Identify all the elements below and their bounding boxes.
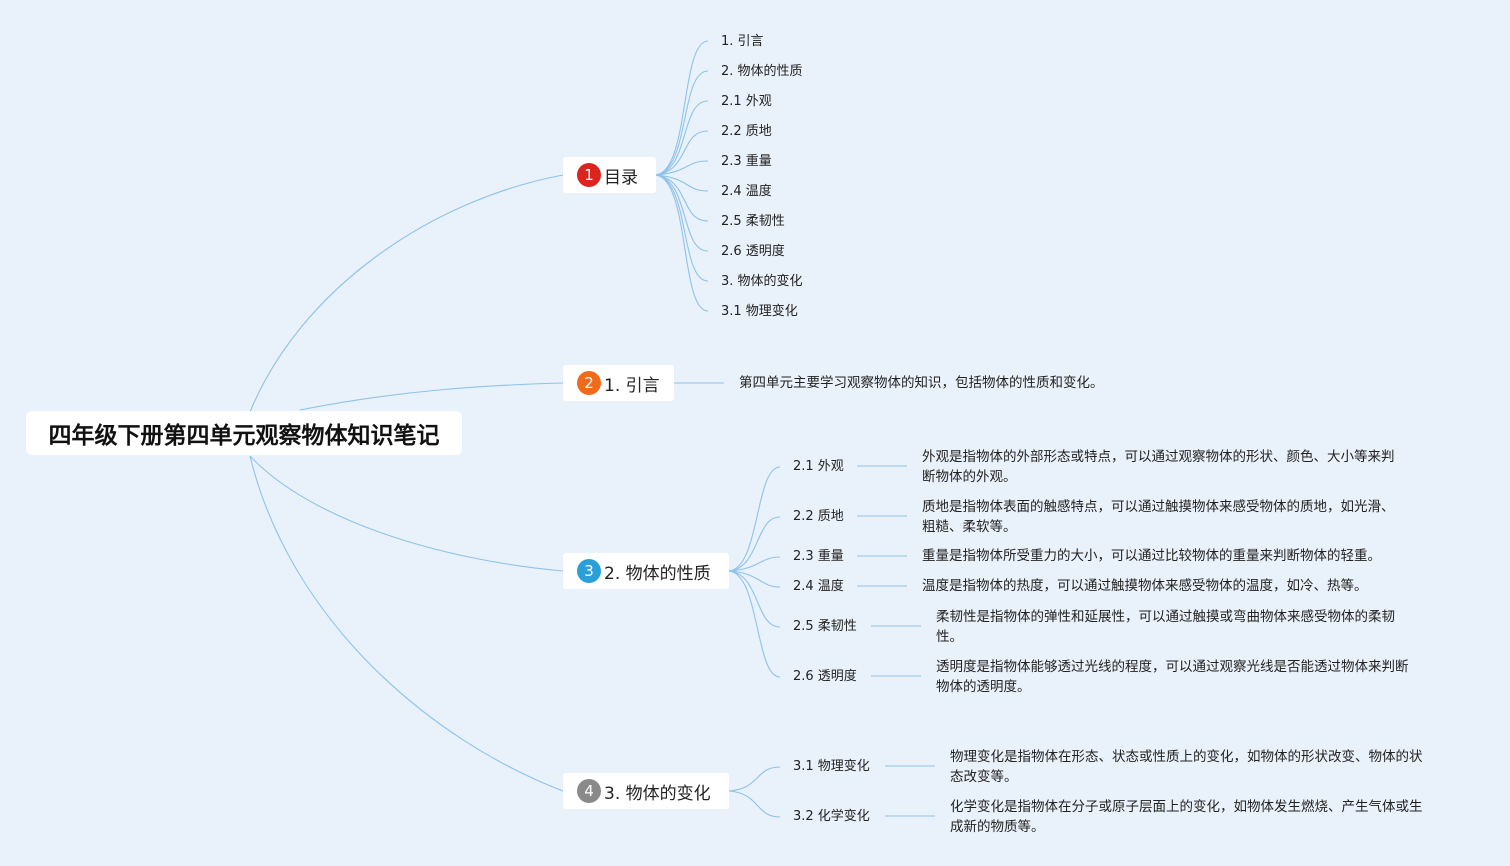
branch-changes[interactable]: 4 3. 物体的变化: [563, 773, 729, 809]
toc-item-7[interactable]: 2.5 柔韧性: [721, 214, 785, 229]
property-transparency-desc: 透明度是指物体能够透过光线的程度，可以通过观察光线是否能透过物体来判断 物体的透…: [936, 659, 1409, 695]
change-chemical[interactable]: 3.2 化学变化: [793, 809, 870, 824]
property-texture[interactable]: 2.2 质地: [793, 509, 844, 524]
property-weight[interactable]: 2.3 重量: [793, 549, 844, 564]
toc-item-8[interactable]: 2.6 透明度: [721, 244, 785, 259]
toc-item-5[interactable]: 2.3 重量: [721, 154, 772, 169]
toc-item-4[interactable]: 2.2 质地: [721, 124, 772, 139]
toc-item-3[interactable]: 2.1 外观: [721, 94, 772, 109]
branch-properties[interactable]: 3 2. 物体的性质: [563, 553, 729, 589]
branch-changes-label: 3. 物体的变化: [604, 783, 711, 804]
property-transparency[interactable]: 2.6 透明度: [793, 669, 857, 684]
branch-properties-label: 2. 物体的性质: [604, 563, 711, 584]
toc-item-2[interactable]: 2. 物体的性质: [721, 64, 803, 79]
link-root-b4: [249, 455, 564, 792]
change-physical-desc: 物理变化是指物体在形态、状态或性质上的变化，如物体的形状改变、物体的状 态改变等…: [950, 749, 1423, 785]
property-flexibility-desc: 柔韧性是指物体的弹性和延展性，可以通过触摸或弯曲物体来感受物体的柔韧 性。: [936, 609, 1395, 645]
link-root-b1: [249, 174, 564, 413]
property-temperature[interactable]: 2.4 温度: [793, 579, 844, 594]
branch-toc-label: 目录: [604, 167, 638, 188]
property-temperature-desc: 温度是指物体的热度，可以通过触摸物体来感受物体的温度，如冷、热等。: [922, 578, 1368, 594]
property-weight-desc: 重量是指物体所受重力的大小，可以通过比较物体的重量来判断物体的轻重。: [922, 548, 1381, 564]
toc-item-1[interactable]: 1. 引言: [721, 34, 764, 49]
property-texture-desc: 质地是指物体表面的触感特点，可以通过触摸物体来感受物体的质地，如光滑、 粗糙、柔…: [922, 499, 1395, 535]
number-badge-4: 4: [577, 779, 601, 803]
toc-item-6[interactable]: 2.4 温度: [721, 184, 772, 199]
change-physical[interactable]: 3.1 物理变化: [793, 759, 870, 774]
intro-description: 第四单元主要学习观察物体的知识，包括物体的性质和变化。: [739, 375, 1104, 391]
toc-item-10[interactable]: 3.1 物理变化: [721, 304, 798, 319]
property-appearance[interactable]: 2.1 外观: [793, 459, 844, 474]
link-root-b3: [249, 455, 564, 572]
root-node[interactable]: 四年级下册第四单元观察物体知识笔记: [26, 411, 462, 455]
number-badge-2: 2: [577, 371, 601, 395]
property-flexibility[interactable]: 2.5 柔韧性: [793, 619, 857, 634]
branch-intro-label: 1. 引言: [604, 375, 660, 396]
branch-toc[interactable]: 1 目录: [563, 157, 656, 193]
branch-intro[interactable]: 2 1. 引言: [563, 365, 674, 401]
number-badge-3: 3: [577, 559, 601, 583]
link-root-b2: [299, 382, 564, 411]
property-appearance-desc: 外观是指物体的外部形态或特点，可以通过观察物体的形状、颜色、大小等来判 断物体的…: [922, 449, 1395, 485]
toc-item-9[interactable]: 3. 物体的变化: [721, 274, 803, 289]
root-title: 四年级下册第四单元观察物体知识笔记: [48, 423, 440, 449]
change-chemical-desc: 化学变化是指物体在分子或原子层面上的变化，如物体发生燃烧、产生气体或生 成新的物…: [950, 799, 1423, 835]
number-badge-1: 1: [577, 163, 601, 187]
